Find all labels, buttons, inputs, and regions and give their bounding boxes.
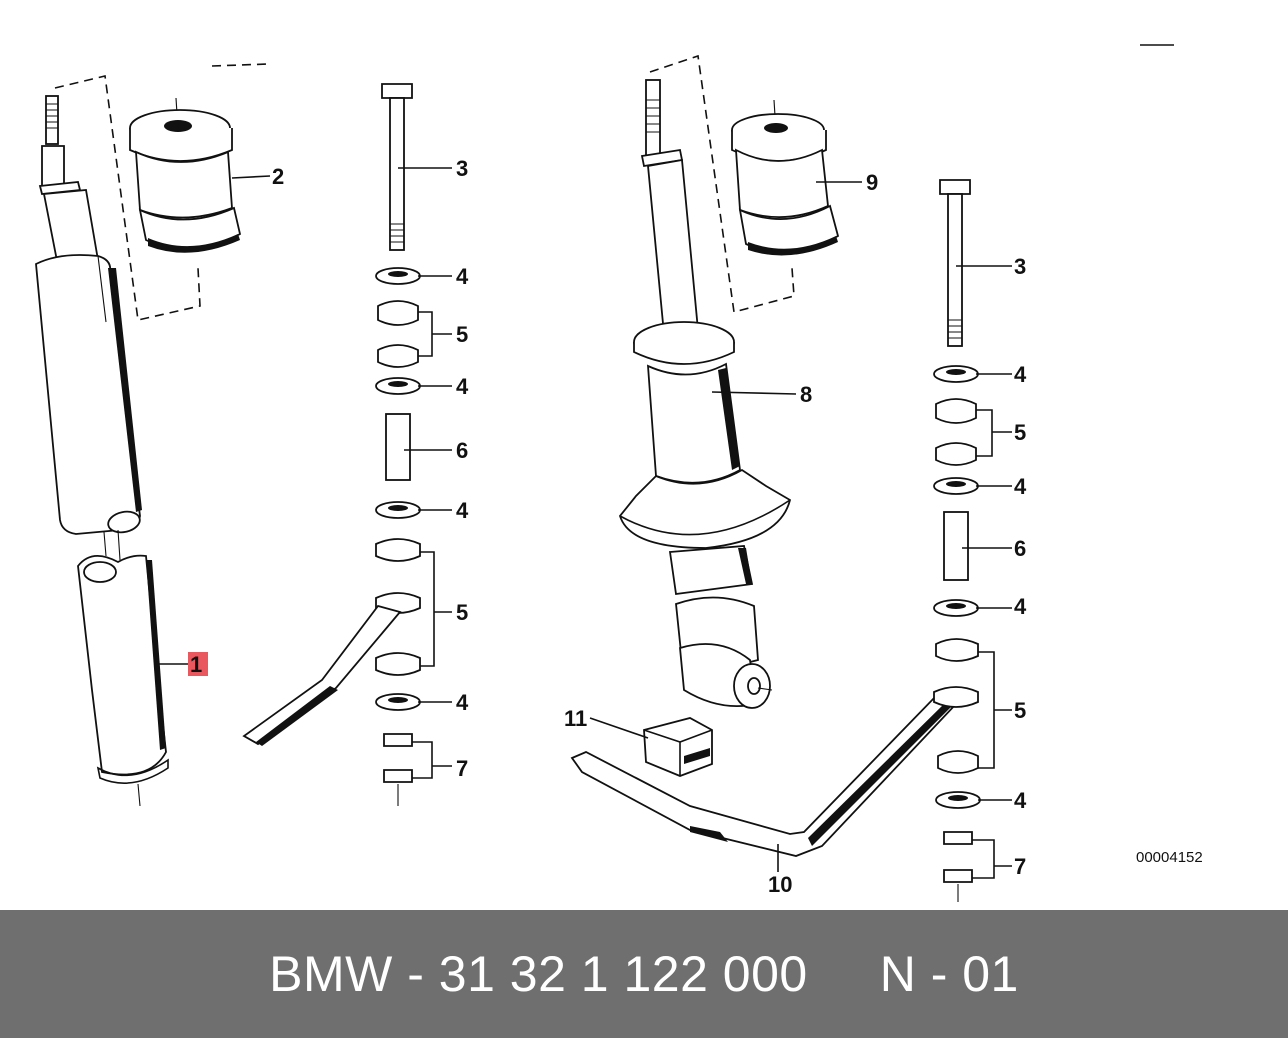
washer-right-3[interactable] — [933, 599, 1012, 617]
exploded-view-drawing: 1 2 — [35, 44, 1203, 902]
bolt-right[interactable] — [939, 179, 1012, 347]
washer-left-4[interactable] — [375, 693, 452, 711]
position-label: N - 01 — [879, 946, 1019, 1002]
hardware-stack-right — [933, 179, 1012, 902]
nut-pair-left[interactable] — [383, 733, 452, 783]
drawing-number: 00004152 — [1136, 849, 1203, 866]
callout-6-right[interactable]: 6 — [1014, 536, 1026, 561]
callout-4-left-3[interactable]: 4 — [456, 498, 469, 523]
part-number-label: BMW - 31 32 1 122 000 — [269, 946, 808, 1002]
callout-3-right[interactable]: 3 — [1014, 254, 1026, 279]
callout-4-right-4[interactable]: 4 — [1014, 788, 1027, 813]
callout-4-left-4[interactable]: 4 — [456, 690, 469, 715]
callout-8[interactable]: 8 — [800, 382, 812, 407]
rubber-buffer-right[interactable] — [649, 54, 862, 314]
hardware-stack-left — [242, 83, 452, 806]
callout-6-left[interactable]: 6 — [456, 438, 468, 463]
callout-7-right[interactable]: 7 — [1014, 854, 1026, 879]
callout-4-right-1[interactable]: 4 — [1014, 362, 1027, 387]
bushing-pair-left-1[interactable] — [377, 300, 452, 368]
callout-4-right-3[interactable]: 4 — [1014, 594, 1027, 619]
footer-bar: BMW - 31 32 1 122 000 N - 01 — [0, 910, 1288, 1038]
callout-3-left[interactable]: 3 — [456, 156, 468, 181]
callout-4-right-2[interactable]: 4 — [1014, 474, 1027, 499]
bushing-pair-right-2[interactable] — [933, 638, 1012, 774]
callout-11[interactable]: 11 — [564, 706, 587, 731]
callout-5-right-1[interactable]: 5 — [1014, 420, 1026, 445]
washer-left-3[interactable] — [375, 501, 452, 519]
washer-left-2[interactable] — [375, 377, 452, 395]
washer-right-2[interactable] — [933, 477, 1012, 495]
callout-5-right-2[interactable]: 5 — [1014, 698, 1026, 723]
bracket-clamp[interactable] — [589, 717, 713, 777]
stabilizer-end-left[interactable] — [242, 604, 402, 746]
callout-2[interactable]: 2 — [272, 164, 284, 189]
callout-1-highlight — [188, 652, 208, 676]
sleeve-left[interactable] — [385, 413, 452, 481]
callout-10[interactable]: 10 — [768, 872, 792, 897]
footer-caption: BMW - 31 32 1 122 000 N - 01 — [0, 910, 1288, 1038]
callout-4-left-1[interactable]: 4 — [456, 264, 469, 289]
shock-absorber-right[interactable] — [618, 79, 797, 709]
callout-5-left-2[interactable]: 5 — [456, 600, 468, 625]
callout-1[interactable]: 1 — [190, 652, 202, 677]
callout-7-left[interactable]: 7 — [456, 756, 468, 781]
bushing-pair-left-2[interactable] — [375, 538, 452, 676]
bushing-pair-right-1[interactable] — [935, 398, 1012, 466]
nut-pair-right[interactable] — [943, 831, 1012, 883]
callout-4-left-2[interactable]: 4 — [456, 374, 469, 399]
callout-5-left-1[interactable]: 5 — [456, 322, 468, 347]
bolt-left[interactable] — [381, 83, 452, 251]
parts-diagram: 1 2 — [35, 44, 1203, 902]
stabilizer-bar[interactable] — [570, 694, 958, 872]
washer-right-4[interactable] — [935, 791, 1012, 809]
sleeve-right[interactable] — [943, 511, 1012, 581]
callout-9[interactable]: 9 — [866, 170, 878, 195]
washer-right-1[interactable] — [933, 365, 1012, 383]
washer-left-1[interactable] — [375, 267, 452, 285]
rubber-buffer-left[interactable] — [129, 63, 271, 253]
shock-absorber-left[interactable] — [35, 75, 201, 807]
